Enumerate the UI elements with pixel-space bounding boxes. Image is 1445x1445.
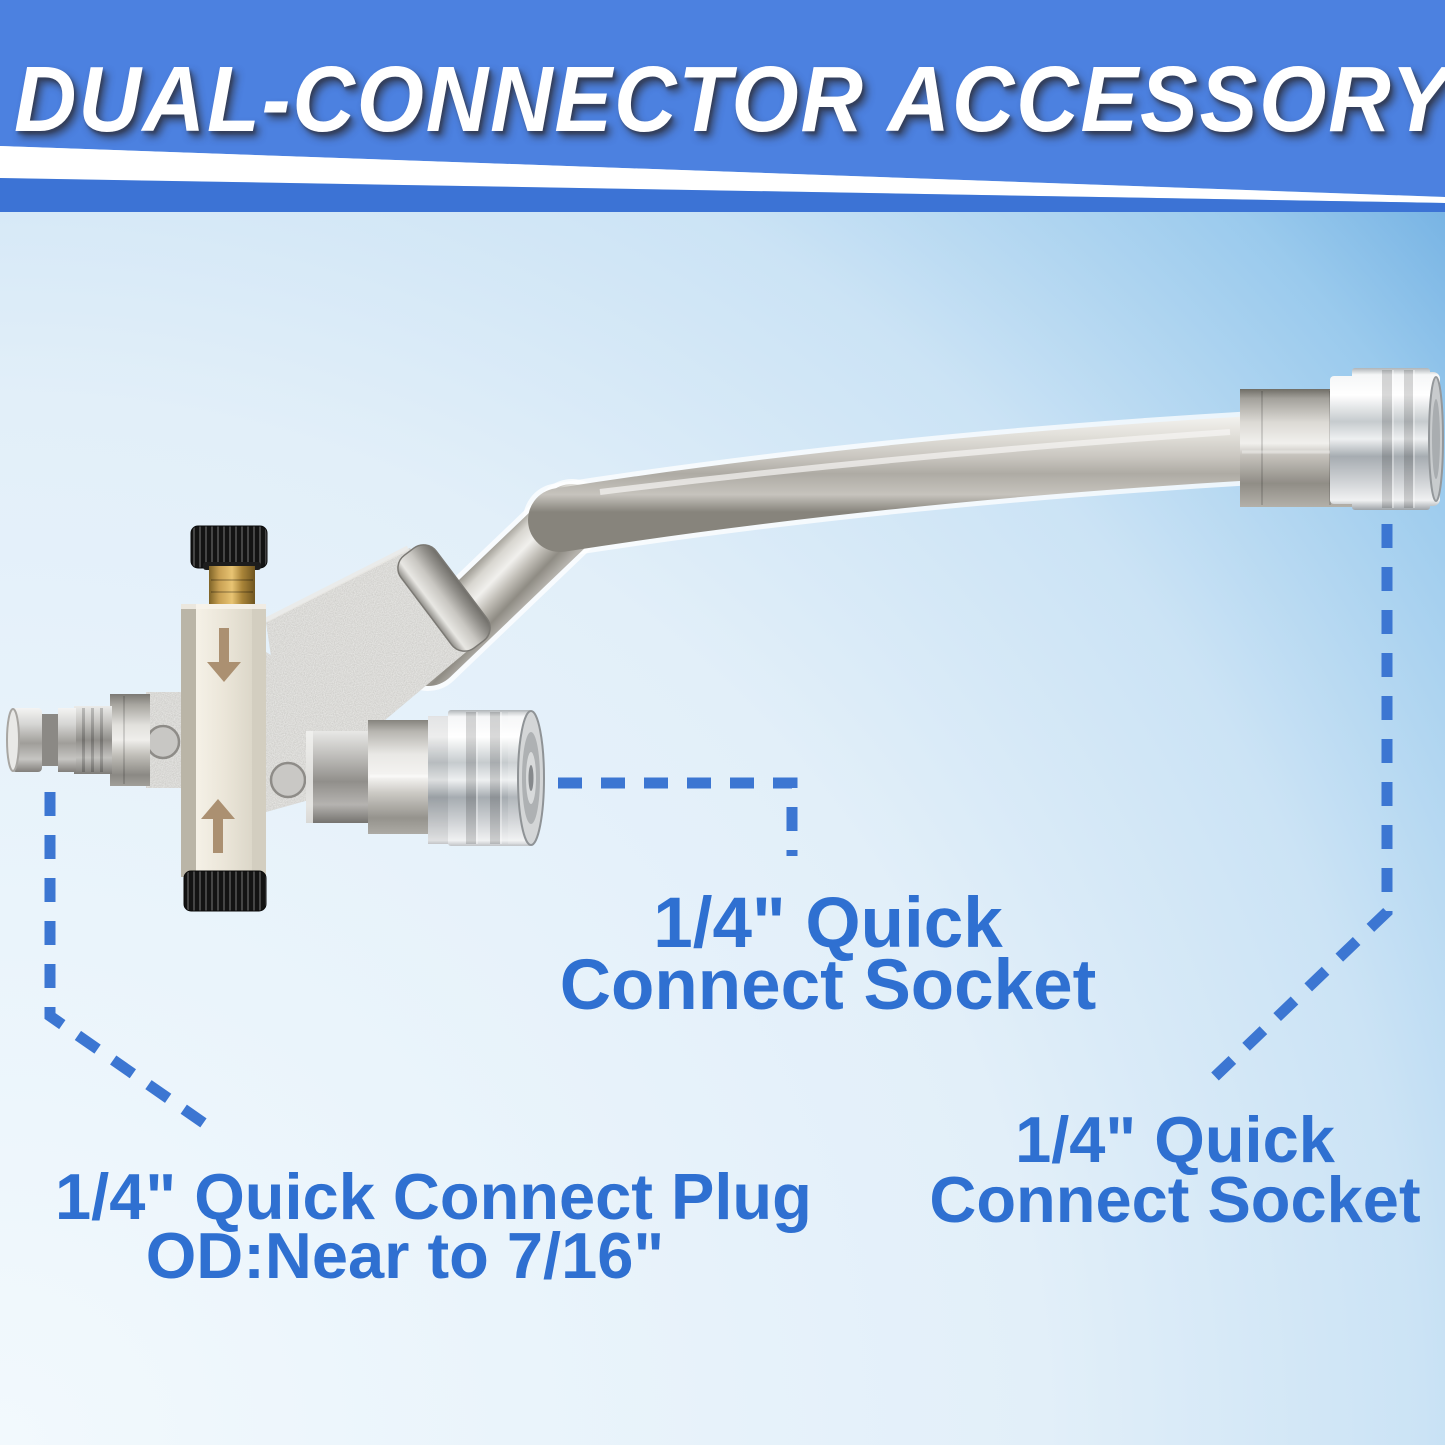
flow-knob-top: [190, 525, 268, 569]
plug-hex-nut: [110, 694, 150, 786]
product-photo: [6, 368, 1444, 912]
page-title: DUAL-CONNECTOR ACCESSORY: [14, 47, 1445, 151]
valve-bar: [181, 604, 266, 877]
inlet-plug-assembly: [6, 692, 198, 788]
flow-knob-bottom: [183, 870, 267, 912]
callout-line-socket-mid: [558, 777, 798, 856]
brass-stem: [209, 566, 255, 606]
wand-tube: [396, 416, 1286, 686]
banner-white-wedge: [0, 146, 1445, 203]
plug-ribbed-neck: [74, 706, 112, 774]
label-socket-right: 1/4" Quick Connect Socket: [875, 1103, 1445, 1236]
quick-connect-plug: [6, 708, 76, 772]
label-plug: 1/4" Quick Connect Plug OD:Near to 7/16": [55, 1160, 812, 1292]
valve-body: [181, 525, 268, 912]
flow-arrow-up-icon: [201, 799, 235, 853]
flow-arrow-down-icon: [207, 628, 241, 682]
banner-shape: [0, 0, 1445, 197]
tube-collar: [397, 544, 491, 652]
label-socket-right-line2: Connect Socket: [929, 1162, 1421, 1236]
bottom-socket-assembly: [306, 710, 545, 846]
socket-hex-nut: [368, 720, 430, 834]
label-socket-mid-line1: 1/4" Quick: [653, 884, 1003, 963]
callout-line-plug: [44, 792, 209, 1129]
label-socket-mid: 1/4" Quick Connect Socket: [528, 884, 1128, 1026]
quick-connect-socket-right: [1330, 368, 1444, 510]
label-socket-right-line1: 1/4" Quick: [1015, 1103, 1335, 1176]
callout-line-socket-right: [1199, 524, 1393, 1092]
quick-connect-socket-bottom: [428, 710, 545, 846]
label-plug-line1: 1/4" Quick Connect Plug: [55, 1160, 812, 1233]
header-banner: [0, 0, 1445, 212]
cast-boss: [269, 761, 307, 799]
banner-stripe: [0, 178, 1445, 212]
label-socket-mid-line2: Connect Socket: [559, 946, 1097, 1026]
label-plug-line2: OD:Near to 7/16": [145, 1218, 665, 1292]
